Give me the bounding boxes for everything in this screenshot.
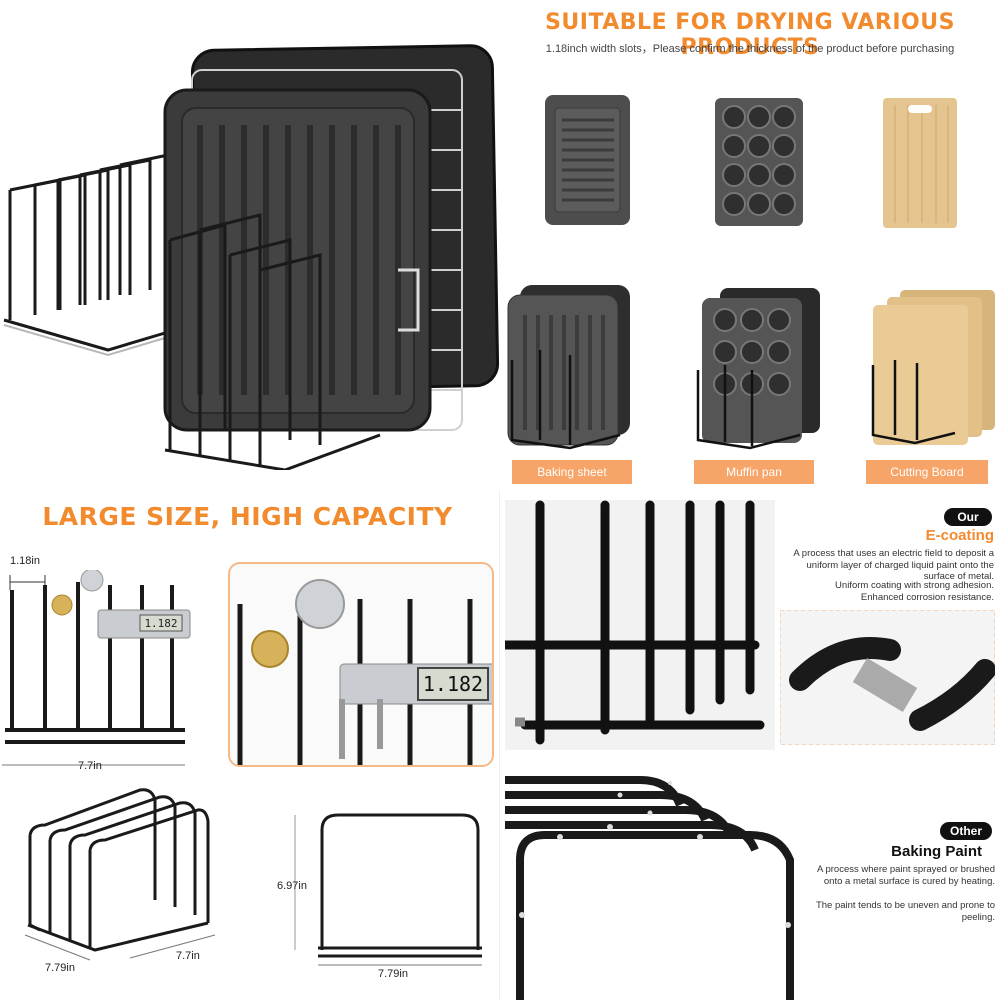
ecoating-title: E-coating [925, 527, 994, 544]
slot-width-dimension: 1.18in [10, 555, 40, 567]
iso-width-dimension: 7.79in [45, 962, 75, 974]
ecoating-point-adhesion: Uniform coating with strong adhesion. [835, 580, 994, 591]
e-coating-tube-closeup [780, 610, 995, 745]
baking-paint-title: Baking Paint [891, 843, 982, 860]
cutting-boards-in-rack [871, 290, 995, 445]
caliper-readout-small: 1.182 [144, 617, 177, 630]
baking-sheet-label: Baking sheet [512, 460, 632, 484]
cutting-board-label: Cutting Board [866, 460, 988, 484]
muffin-pan-thumbnail [715, 98, 803, 226]
our-badge: Our [944, 508, 992, 526]
front-view-rack: 1.182 [2, 570, 191, 766]
cutting-board-thumbnail [883, 98, 957, 228]
baking-paint-rack-closeup [505, 776, 794, 1000]
e-coating-rack-closeup [505, 500, 775, 750]
other-badge: Other [940, 822, 992, 840]
suitable-subtitle: 1.18inch width slots，Please confirm the … [545, 43, 955, 55]
baking-sheet-in-rack [507, 285, 630, 450]
muffin-pan-in-rack [696, 288, 820, 450]
suitable-title: SUITABLE FOR DRYING VARIOUS PRODUCTS [545, 10, 955, 60]
iso-dimension-lines [24, 934, 216, 961]
height-dimension: 6.97in [277, 880, 307, 892]
front-width-dimension: 7.7in [78, 760, 102, 772]
hero-product-image [0, 30, 500, 470]
rack-with-trays-illustration [3, 44, 500, 470]
caliper-zoom-illustration [237, 579, 492, 765]
side-view-rack [294, 813, 482, 966]
baking-sheet-thumbnail [545, 95, 630, 225]
iso-depth-dimension: 7.7in [176, 950, 200, 962]
muffin-pan-label: Muffin pan [694, 460, 814, 484]
ecoating-point-corrosion: Enhanced corrosion resistance. [860, 592, 994, 603]
caliper-zoom-panel: 1.182 [228, 562, 494, 767]
quadrant-divider-vertical [499, 490, 500, 1000]
capacity-title: LARGE SIZE, HIGH CAPACITY [42, 502, 453, 531]
caliper-readout: 1.182 [422, 672, 484, 696]
baking-paint-description: A process where paint sprayed or brushed… [817, 864, 995, 887]
baking-paint-note: The paint tends to be uneven and prone t… [815, 900, 995, 923]
ecoating-description: A process that uses an electric field to… [793, 548, 994, 582]
side-width-dimension: 7.79in [378, 968, 408, 980]
isometric-rack [27, 788, 210, 952]
